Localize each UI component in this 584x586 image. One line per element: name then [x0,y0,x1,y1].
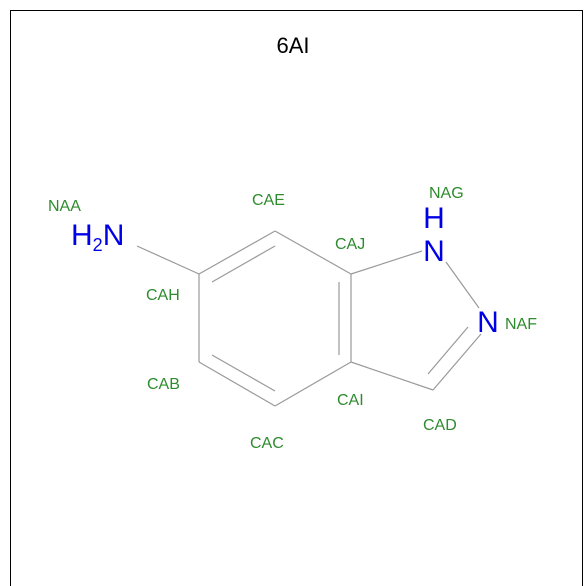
molecule-title: 6AI [276,33,309,58]
bond-cab-cac-inner [211,354,276,392]
label-cad: CAD [423,417,457,434]
label-caj: CAJ [335,236,365,253]
atom-nag: N [423,235,445,268]
bond-cah-cae [198,230,276,275]
atom-nag-hydrogen: H [423,202,445,235]
bond-nag-naf [445,261,480,309]
label-nag: NAG [429,185,464,202]
bond-caj-nag [350,250,423,275]
atom-nh2: H2N [71,219,124,255]
bond-cad-naf [432,333,482,391]
bond-lines [136,230,482,407]
bond-cah-cae-inner [211,245,276,283]
diagram-border [10,10,583,586]
label-cac: CAC [250,435,284,452]
label-cah: CAH [146,287,180,304]
label-cai: CAI [337,392,364,409]
bond-nh2-cah [136,245,200,275]
atom-naf: N [477,306,499,339]
label-naa: NAA [48,198,81,215]
bond-cab-cac [198,361,276,407]
label-naf: NAF [505,316,537,333]
label-cae: CAE [252,192,285,209]
bond-cac-cai [274,361,352,407]
atom-name-labels: NAA CAE NAG CAJ CAH NAF CAB CAI CAD CAC [48,185,537,452]
bond-cad-naf-inner [427,326,469,375]
bond-cai-cad [350,361,434,391]
bond-cae-caj-outer [274,230,352,275]
label-cab: CAB [147,376,180,393]
